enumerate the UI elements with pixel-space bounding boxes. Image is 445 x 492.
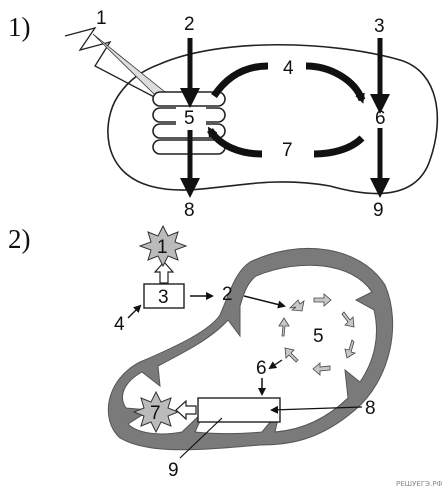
box-8 <box>197 397 281 423</box>
label-4: 4 <box>114 314 125 335</box>
arrow-4-to-box <box>127 304 142 319</box>
arrow-6-from-cycle <box>268 359 283 370</box>
label-1: 1 <box>157 237 168 258</box>
diagram-2-number: 2) <box>8 224 31 254</box>
arrow-2-to-cycle <box>243 295 286 309</box>
label-6: 6 <box>375 108 386 129</box>
diagram-2: 2) 1 2 3 4 <box>8 224 394 481</box>
label-5: 5 <box>184 108 195 129</box>
label-2: 2 <box>222 284 233 305</box>
star-7 <box>132 390 180 434</box>
line-9-to-box <box>179 417 223 459</box>
label-8: 8 <box>365 398 376 419</box>
watermark: РЕШУЕГЭ.РФ <box>396 480 442 488</box>
label-4: 4 <box>283 58 294 79</box>
hollow-arrow-up <box>153 261 175 284</box>
arrow-7-cycle <box>210 130 365 158</box>
grana-label-bg <box>176 107 206 127</box>
label-7: 7 <box>150 403 161 424</box>
arrow-4-cycle <box>211 62 362 100</box>
mitochondrion-matrix <box>122 264 377 435</box>
diagram-1-number: 1) <box>8 12 31 42</box>
label-6: 6 <box>256 358 267 379</box>
label-2: 2 <box>184 14 195 35</box>
label-8: 8 <box>184 200 195 221</box>
label-3: 3 <box>374 16 385 37</box>
star-1 <box>138 224 188 268</box>
arrow-8-to-box <box>270 405 363 414</box>
hollow-arrow-left <box>175 399 197 421</box>
krebs-cycle-arrows <box>278 293 357 376</box>
label-7: 7 <box>282 140 293 161</box>
label-9: 9 <box>168 460 179 481</box>
diagram-1: 1) 1 2 3 4 5 6 7 8 9 <box>8 8 439 221</box>
label-9: 9 <box>373 200 384 221</box>
box-3 <box>143 283 185 309</box>
label-5: 5 <box>313 326 324 347</box>
label-3: 3 <box>158 287 169 308</box>
light-zigzag <box>64 26 161 101</box>
label-1: 1 <box>96 8 107 29</box>
